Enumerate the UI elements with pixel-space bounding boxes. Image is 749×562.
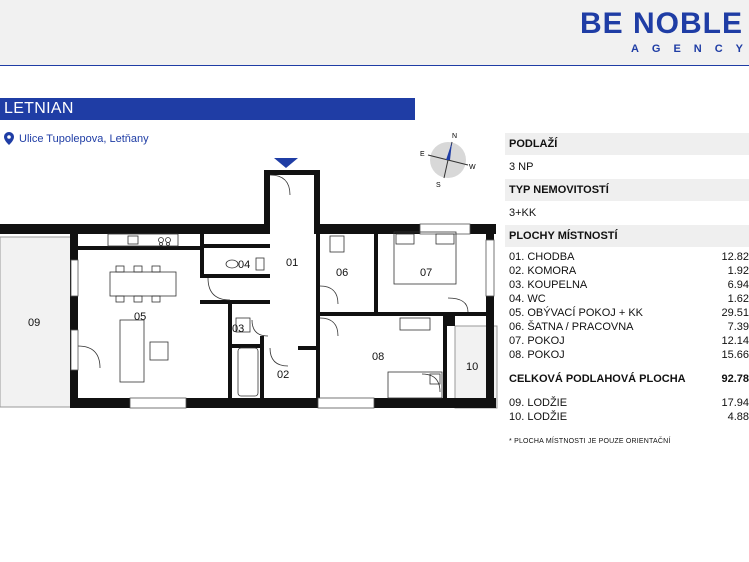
room-label-03: 03	[232, 323, 244, 335]
compass-s: S	[436, 182, 441, 189]
area-note: * PLOCHA MÍSTNOSTI JE POUZE ORIENTAČNÍ	[509, 438, 671, 445]
room-label-04: 04	[238, 259, 250, 271]
page-title: LETNIAN	[0, 98, 415, 120]
header-band: BE NOBLE AGENCY	[0, 0, 749, 66]
total-label: CELKOVÁ PODLAHOVÁ PLOCHA	[509, 373, 686, 385]
brand-logo: BE NOBLE AGENCY	[579, 7, 743, 56]
room-label-09: 09	[28, 317, 40, 329]
room-label-05: 05	[134, 311, 146, 323]
floor-heading: PODLAŽÍ	[505, 133, 749, 155]
brand-name: BE NOBLE	[579, 7, 743, 40]
total-area-row: CELKOVÁ PODLAHOVÁ PLOCHA 92.78	[505, 372, 749, 386]
floor-plan: 01 02 03 04 05 06 07 08 09 10	[0, 158, 498, 409]
room-label-06: 06	[336, 267, 348, 279]
compass-n: N	[452, 133, 457, 140]
info-panel: PODLAŽÍ 3 NP TYP NEMOVITOSTÍ 3+KK PLOCHY…	[505, 133, 749, 445]
brand-sub: AGENCY	[630, 43, 749, 55]
loggia-09-area	[0, 236, 72, 408]
type-heading: TYP NEMOVITOSTÍ	[505, 179, 749, 201]
compass-icon: N E W S	[420, 133, 476, 189]
floor-value: 3 NP	[509, 161, 534, 173]
compass-w: W	[469, 164, 476, 171]
walls	[0, 170, 496, 408]
type-value: 3+KK	[509, 207, 537, 219]
room-label-01: 01	[286, 257, 298, 269]
room-label-08: 08	[372, 351, 384, 363]
room-label-07: 07	[420, 267, 432, 279]
room-label-02: 02	[277, 369, 289, 381]
total-value: 92.78	[721, 373, 749, 385]
location-text: Ulice Tupolepova, Letňany	[19, 132, 149, 145]
map-pin-icon	[4, 132, 14, 145]
entrance-marker	[274, 158, 298, 168]
rooms-heading: PLOCHY MÍSTNOSTÍ	[505, 225, 749, 247]
room-label-10: 10	[466, 361, 478, 373]
location: Ulice Tupolepova, Letňany	[4, 132, 149, 145]
compass-e: E	[420, 151, 425, 158]
